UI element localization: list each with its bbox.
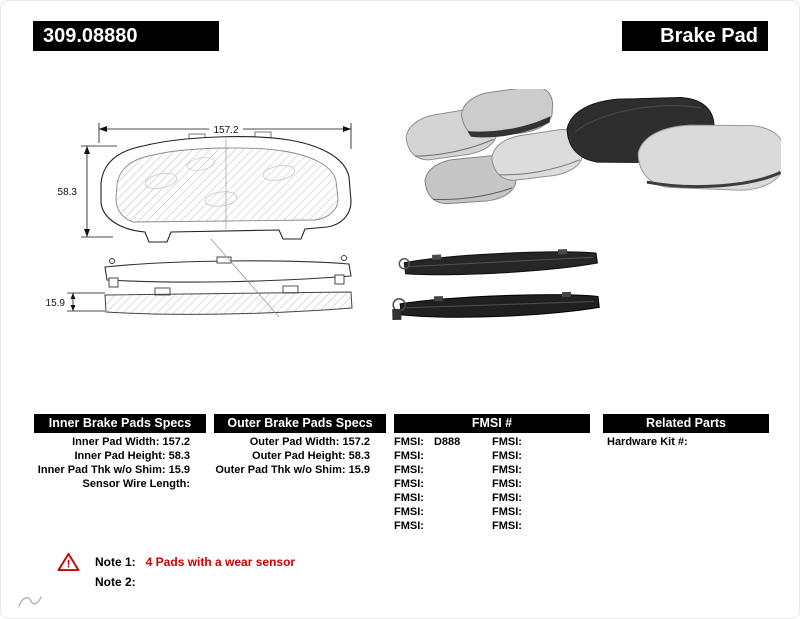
height-dimension: 58.3 xyxy=(58,145,117,238)
outer-specs-column: Outer Brake Pads Specs Outer Pad Width: … xyxy=(214,414,386,477)
fmsi-label: FMSI: xyxy=(394,478,424,490)
fmsi-column: FMSI # FMSI: D888 FMSI: FMSI: FMSI: FMSI:… xyxy=(394,414,590,533)
fmsi-entry: FMSI: xyxy=(492,435,590,449)
spec-row: Sensor Wire Length: xyxy=(82,478,190,490)
inner-specs-rows: Inner Pad Width: 157.2 Inner Pad Height:… xyxy=(34,435,206,491)
fmsi-entry: FMSI: xyxy=(492,519,590,533)
fmsi-label: FMSI: xyxy=(492,506,522,518)
fmsi-entry: FMSI: xyxy=(492,505,590,519)
fmsi-value: D888 xyxy=(433,436,461,448)
fmsi-label: FMSI: xyxy=(492,492,522,504)
pad-side-view-bottom xyxy=(104,285,353,315)
related-parts-column: Related Parts Hardware Kit #: xyxy=(603,414,769,449)
brand-mark xyxy=(18,596,42,607)
fmsi-label: FMSI: xyxy=(492,520,522,532)
spec-row: Hardware Kit #: xyxy=(607,436,688,448)
photo-pad-small-2 xyxy=(461,89,554,138)
photo-pad-large-light xyxy=(637,124,781,191)
thickness-dim-label: 15.9 xyxy=(46,298,66,309)
product-title: Brake Pad xyxy=(622,21,768,51)
pad-front-view xyxy=(100,131,352,243)
spec-row: Outer Pad Height: 58.3 xyxy=(252,450,370,462)
fmsi-label: FMSI: xyxy=(394,520,424,532)
related-parts-header: Related Parts xyxy=(603,414,769,433)
fmsi-entry: FMSI: xyxy=(394,491,492,505)
fmsi-entry: FMSI: D888 xyxy=(394,435,492,449)
fmsi-entry: FMSI: xyxy=(394,463,492,477)
fmsi-label: FMSI: xyxy=(394,450,424,462)
height-dim-label: 58.3 xyxy=(58,187,78,198)
note-1-label: Note 1: xyxy=(95,555,136,569)
fmsi-entry: FMSI: xyxy=(492,449,590,463)
fmsi-label: FMSI: xyxy=(492,464,522,476)
fmsi-entry: FMSI: xyxy=(492,477,590,491)
width-dimension: 157.2 xyxy=(98,123,352,149)
width-dim-label: 157.2 xyxy=(213,125,238,136)
fmsi-label: FMSI: xyxy=(394,492,424,504)
note-1: ! Note 1: 4 Pads with a wear sensor xyxy=(57,552,577,572)
fmsi-entry: FMSI: xyxy=(394,519,492,533)
fmsi-label: FMSI: xyxy=(394,464,424,476)
fmsi-label: FMSI: xyxy=(492,478,522,490)
fmsi-label: FMSI: xyxy=(492,450,522,462)
warning-exclamation: ! xyxy=(67,559,71,571)
fmsi-right-list: FMSI: FMSI: FMSI: FMSI: FMSI: FMSI: FMSI… xyxy=(492,435,590,533)
fmsi-entry: FMSI: xyxy=(492,491,590,505)
fmsi-entry: FMSI: xyxy=(394,505,492,519)
photo-pad-edge-1 xyxy=(398,249,598,276)
fmsi-entry: FMSI: xyxy=(394,477,492,491)
outer-specs-header: Outer Brake Pads Specs xyxy=(214,414,386,433)
fmsi-label: FMSI: xyxy=(394,436,424,448)
fmsi-left-list: FMSI: D888 FMSI: FMSI: FMSI: FMSI: FMSI: … xyxy=(394,435,492,533)
inner-specs-column: Inner Brake Pads Specs Inner Pad Width: … xyxy=(34,414,206,491)
product-photos xyxy=(392,89,781,321)
outer-specs-rows: Outer Pad Width: 157.2 Outer Pad Height:… xyxy=(214,435,386,477)
thickness-dimension: 15.9 xyxy=(46,292,105,312)
leader-line xyxy=(210,238,280,318)
warning-icon: ! xyxy=(57,552,80,572)
related-parts-rows: Hardware Kit #: xyxy=(603,435,769,449)
fmsi-header: FMSI # xyxy=(394,414,590,433)
part-number: 309.08880 xyxy=(33,21,219,51)
pad-side-view-top xyxy=(104,255,352,288)
spec-row: Inner Pad Height: 58.3 xyxy=(74,450,190,462)
note-1-text: 4 Pads with a wear sensor xyxy=(145,555,296,569)
spec-row: Inner Pad Width: 157.2 xyxy=(72,436,190,448)
technical-diagram: 157.2 58.3 xyxy=(46,123,353,318)
fmsi-entry: FMSI: xyxy=(492,463,590,477)
photo-pad-edge-2 xyxy=(392,291,600,321)
spec-row: Outer Pad Width: 157.2 xyxy=(249,436,370,448)
notes-section: ! Note 1: 4 Pads with a wear sensor Note… xyxy=(57,552,577,589)
spec-row: Outer Pad Thk w/o Shim: 15.9 xyxy=(215,464,370,476)
spec-row: Inner Pad Thk w/o Shim: 15.9 xyxy=(37,464,190,476)
inner-specs-header: Inner Brake Pads Specs xyxy=(34,414,206,433)
fmsi-entry: FMSI: xyxy=(394,449,492,463)
note-2-label: Note 2: xyxy=(95,575,136,589)
fmsi-label: FMSI: xyxy=(492,436,522,448)
fmsi-label: FMSI: xyxy=(394,506,424,518)
